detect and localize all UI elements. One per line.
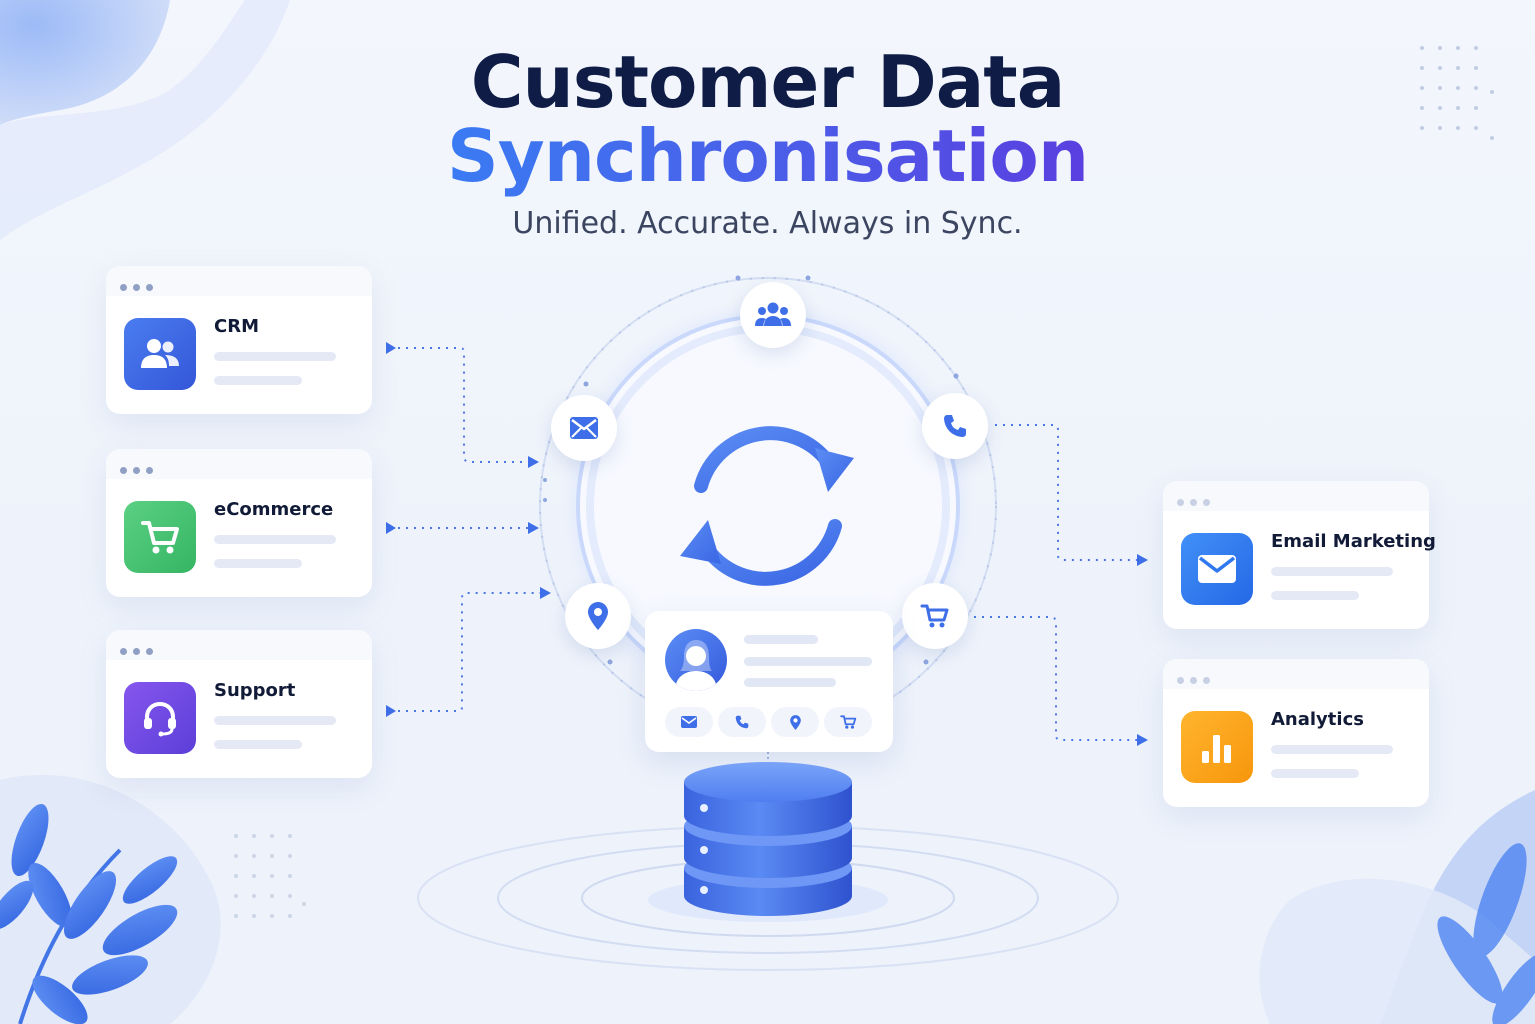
window-dots [1177,669,1216,688]
placeholder-line [214,716,336,725]
window-dots [1177,491,1216,510]
placeholder-line [214,535,336,544]
page-title: Customer Data [470,40,1066,124]
orbit-phone-icon [922,393,988,459]
destination-label: Email Marketing [1271,531,1436,552]
placeholder-line [1271,567,1393,576]
users-icon [124,318,196,390]
source-label: eCommerce [214,499,334,520]
orbit-location-icon [565,583,631,649]
chip-mail-icon[interactable] [665,707,713,737]
cart-icon [124,501,196,573]
sync-icon[interactable] [668,406,868,606]
placeholder-line [214,559,302,568]
source-card-support[interactable]: Support [106,630,372,778]
source-card-crm[interactable]: CRM [106,266,372,414]
source-label: CRM [214,316,259,337]
window-dots [120,276,159,295]
destination-card-email-marketing[interactable]: Email Marketing [1163,481,1436,629]
leaf-decoration [0,803,178,1024]
placeholder-line [1271,591,1359,600]
customer-profile-card[interactable] [645,611,893,752]
tagline: Unified. Accurate. Always in Sync. [512,206,1023,241]
chip-phone-icon[interactable] [718,707,766,737]
source-card-ecommerce[interactable]: eCommerce [106,449,372,597]
database-icon [684,762,852,916]
destination-card-analytics[interactable]: Analytics [1163,659,1429,807]
placeholder-line [1271,769,1359,778]
placeholder-line [214,376,302,385]
avatar-icon [665,629,727,691]
window-dots [120,640,159,659]
window-dots [120,459,159,478]
mail-icon [1181,533,1253,605]
placeholder-line [214,740,302,749]
chip-cart-icon[interactable] [824,707,872,737]
orbit-cart-icon [902,583,968,649]
placeholder-line [744,657,872,666]
chip-location-icon[interactable] [771,707,819,737]
headset-icon [124,682,196,754]
placeholder-line [1271,745,1393,754]
placeholder-line [744,635,818,644]
page-title-highlight: Synchronisation [446,114,1089,198]
placeholder-line [214,352,336,361]
placeholder-line [744,678,836,687]
orbit-mail-icon [551,395,617,461]
bar-chart-icon [1181,711,1253,783]
source-label: Support [214,680,296,701]
destination-label: Analytics [1271,709,1364,730]
orbit-users-icon [740,282,806,348]
